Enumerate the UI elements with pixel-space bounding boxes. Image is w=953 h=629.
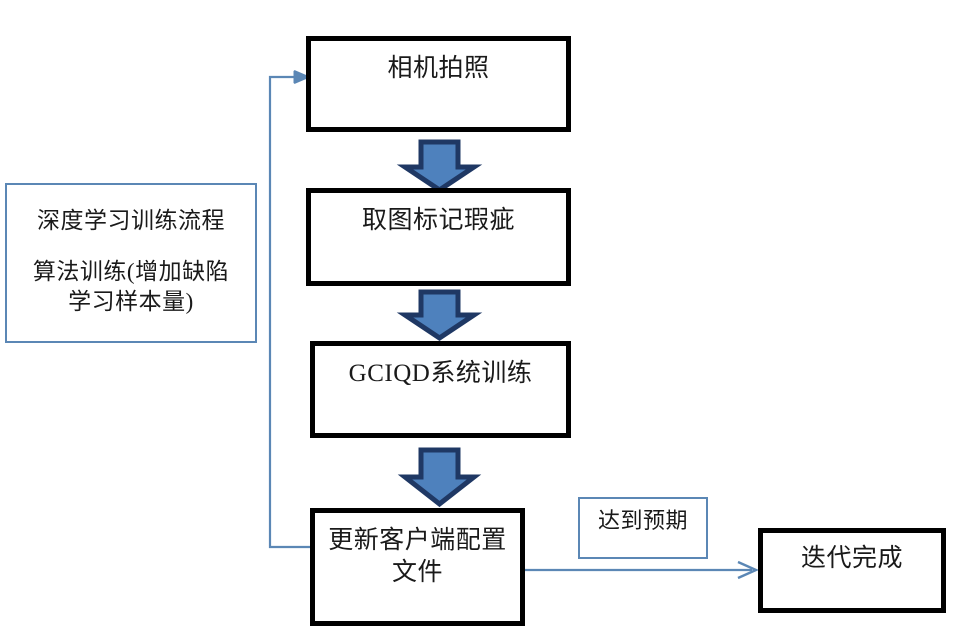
process-note-panel: 深度学习训练流程 算法训练(增加缺陷 学习样本量) [5, 183, 257, 343]
node-mark-defects-label: 取图标记瑕疵 [361, 207, 515, 234]
process-note-line-2a: 算法训练(增加缺陷 [32, 259, 230, 284]
node-update-client-config-label: 更新客户端配置 文件 [315, 513, 520, 589]
node-update-client-config[interactable]: 更新客户端配置 文件 [310, 508, 525, 626]
edge-label-meets-expectation-text: 达到预期 [597, 508, 688, 533]
node-camera-capture[interactable]: 相机拍照 [306, 36, 571, 132]
node-camera-capture-label: 相机拍照 [387, 55, 490, 82]
process-note-line-2: 算法训练(增加缺陷 学习样本量) [7, 235, 255, 317]
process-note-line-2b: 学习样本量) [68, 288, 194, 314]
node-update-client-config-line-2: 文件 [391, 559, 443, 586]
node-gciqd-system-training-label: GCIQD系统训练 [348, 360, 533, 387]
block-arrow-camera-to-mark [396, 139, 483, 194]
node-update-client-config-line-1: 更新客户端配置 [328, 527, 507, 554]
node-iteration-complete[interactable]: 迭代完成 [758, 528, 946, 613]
edge-label-meets-expectation: 达到预期 [578, 497, 708, 559]
block-arrow-train-to-update [397, 447, 482, 508]
node-mark-defects[interactable]: 取图标记瑕疵 [306, 188, 571, 286]
node-gciqd-system-training[interactable]: GCIQD系统训练 [310, 341, 571, 438]
node-iteration-complete-label: 迭代完成 [800, 545, 903, 572]
block-arrow-mark-to-train [396, 289, 483, 342]
feedback-loop-update-to-camera [268, 69, 311, 549]
process-note-line-1: 深度学习训练流程 [37, 208, 225, 233]
arrow-update-to-done [525, 560, 759, 580]
